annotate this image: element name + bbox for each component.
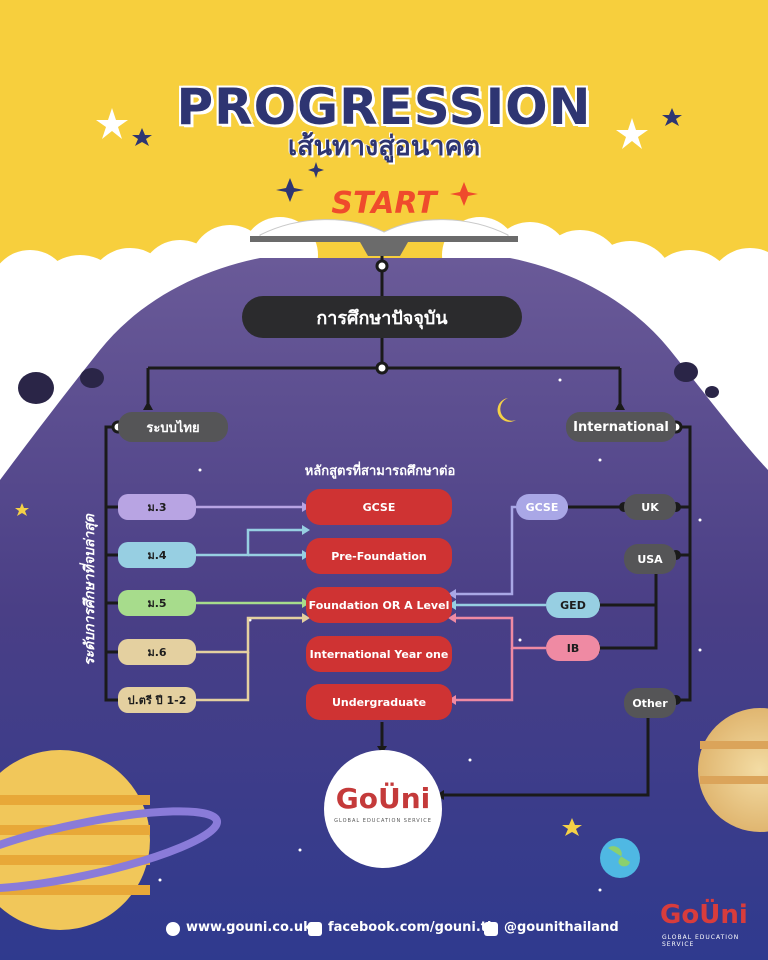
footer-line[interactable]: @gounithailand (504, 920, 619, 935)
planet-icon (698, 708, 768, 832)
course-undergraduate: Undergraduate (306, 684, 452, 720)
country-usa: USA (624, 544, 676, 574)
level-m6: ม.6 (118, 639, 196, 665)
footer-facebook[interactable]: facebook.com/gouni.th (328, 920, 497, 935)
moon-icon (497, 398, 516, 422)
start-label: START (331, 186, 437, 221)
country-uk: UK (624, 494, 676, 520)
page-subtitle: เส้นทางสู่อนาคต (287, 131, 481, 162)
level-m3: ม.3 (118, 494, 196, 520)
line-icon (484, 922, 498, 936)
qual-gcse: GCSE (516, 494, 568, 520)
level-m4: ม.4 (118, 542, 196, 568)
footer-website[interactable]: www.gouni.co.uk (186, 920, 312, 935)
book-icon (250, 219, 518, 256)
brand-logo: GoÜni (660, 900, 748, 930)
international-node: International (566, 412, 676, 442)
course-pre-foundation: Pre-Foundation (306, 538, 452, 574)
globe-icon (166, 922, 180, 936)
page-title: PROGRESSION (176, 78, 592, 136)
country-other: Other (624, 688, 676, 718)
gouni-logo-circle (324, 750, 442, 868)
courses-heading: หลักสูตรที่สามารถศึกษาต่อ (304, 464, 456, 479)
course-international-year-one: International Year one (306, 636, 452, 672)
gouni-logo: GoÜni (335, 782, 431, 815)
gouni-logo-sub: GLOBAL EDUCATION SERVICE (334, 818, 432, 824)
course-foundation-a-level: Foundation OR A Level (306, 587, 452, 623)
current-education-node: การศึกษาปัจจุบัน (242, 296, 522, 338)
thai-system-node: ระบบไทย (118, 412, 228, 442)
qual-ged: GED (546, 592, 600, 618)
ringed-planet-icon (0, 750, 222, 930)
earth-icon (600, 838, 640, 878)
level-m5: ม.5 (118, 590, 196, 616)
level-bachelor: ป.ตรี ปี 1-2 (118, 687, 196, 713)
qual-ib: IB (546, 635, 600, 661)
course-arrows (196, 505, 546, 702)
course-gcse: GCSE (306, 489, 452, 525)
brand-logo-sub: GLOBAL EDUCATION SERVICE (662, 934, 740, 948)
facebook-icon (308, 922, 322, 936)
vertical-label: ระดับการศึกษาที่จบล่าสุด (82, 514, 98, 666)
